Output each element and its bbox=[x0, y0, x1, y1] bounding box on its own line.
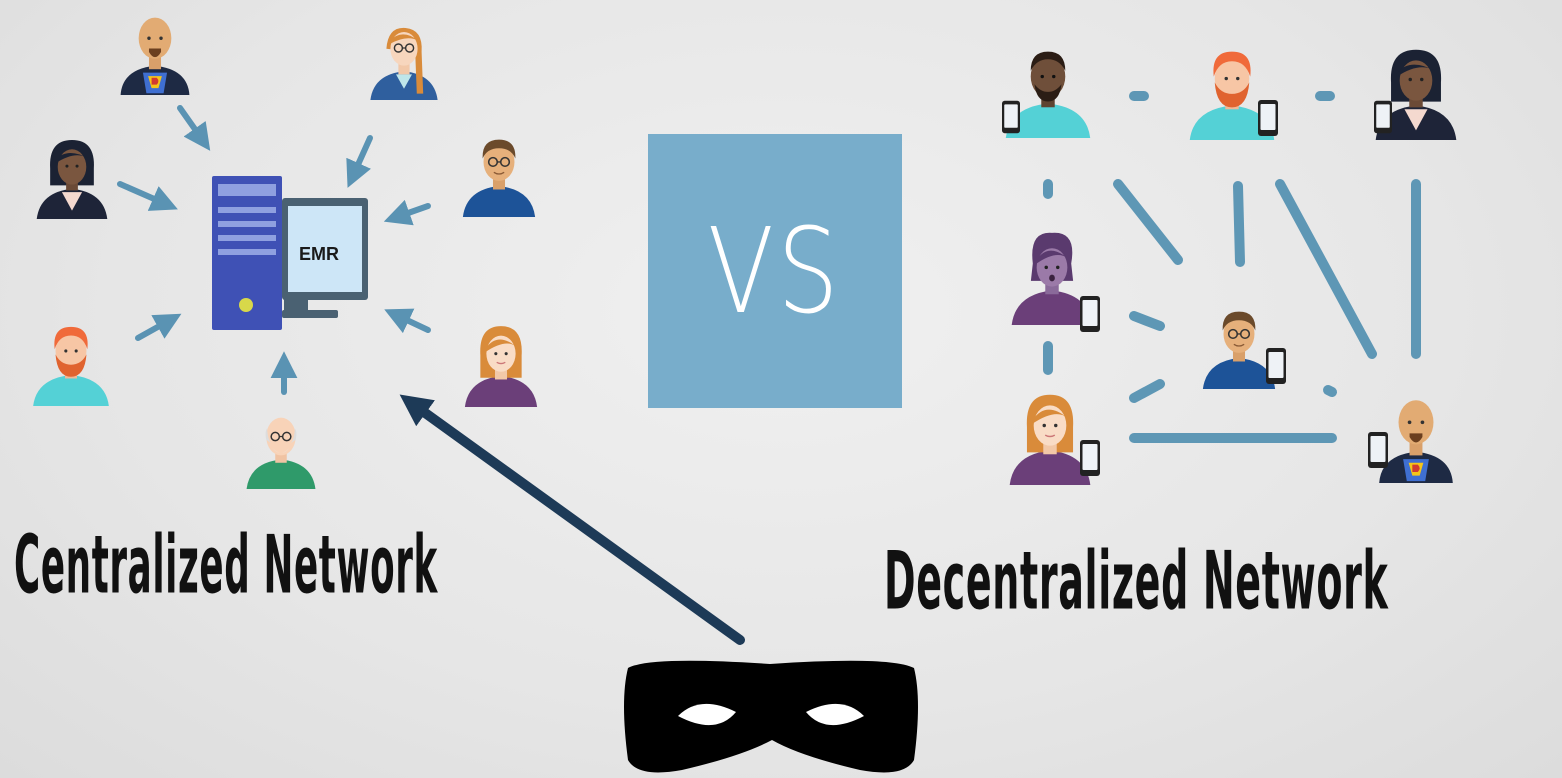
peer-phone-icon bbox=[1368, 432, 1388, 468]
peer-glasses-man bbox=[1201, 310, 1277, 390]
user-redhead-bearded bbox=[33, 326, 109, 406]
vs-badge: VS bbox=[648, 134, 902, 408]
peer-phone-icon bbox=[1266, 348, 1286, 384]
peer-blonde-woman bbox=[1008, 393, 1092, 486]
inbound-arrows bbox=[117, 105, 431, 395]
emr-label: EMR bbox=[299, 244, 339, 264]
decentralized-network bbox=[1002, 49, 1457, 486]
link-diag-1 bbox=[1113, 179, 1183, 265]
peer-phone-icon bbox=[1080, 296, 1100, 332]
centralized-network-title: Centralized Network bbox=[14, 520, 438, 613]
emr-monitor-icon: EMR bbox=[282, 198, 368, 318]
peer-bald-superhero bbox=[1379, 400, 1453, 483]
link-blonde-center bbox=[1129, 379, 1165, 403]
peer-links bbox=[1043, 91, 1421, 443]
peer-phone-icon bbox=[1080, 440, 1100, 476]
user-glasses-man bbox=[461, 138, 537, 218]
link-center-dot bbox=[1323, 385, 1337, 397]
arrow-from-top-left-user bbox=[177, 105, 211, 151]
arrow-from-lower-left-user bbox=[135, 313, 182, 341]
decentralized-network-title: Decentralized Network bbox=[884, 536, 1389, 629]
arrow-from-lower-right-user bbox=[384, 308, 431, 334]
link-mid-vert bbox=[1233, 181, 1245, 267]
peer-phone-icon bbox=[1374, 100, 1392, 134]
user-blonde-glasses bbox=[369, 26, 439, 101]
centralized-network: EMR bbox=[33, 17, 538, 490]
user-bald-elder bbox=[245, 416, 317, 490]
user-blonde-woman bbox=[464, 325, 538, 408]
emr-server-icon bbox=[212, 176, 282, 330]
bandit-mask-icon bbox=[624, 660, 918, 773]
peer-phone-icon bbox=[1002, 100, 1020, 134]
link-diag-long bbox=[1275, 179, 1377, 359]
link-purple-center bbox=[1129, 311, 1165, 331]
peer-phone-icon bbox=[1258, 100, 1278, 136]
arrow-from-top-right-user bbox=[346, 135, 373, 188]
user-bald-superhero bbox=[120, 17, 190, 96]
user-dark-hair-woman bbox=[36, 140, 108, 219]
attack-arrow bbox=[399, 394, 745, 645]
arrow-from-left-user bbox=[117, 181, 178, 211]
vs-label: VS bbox=[707, 202, 843, 340]
arrow-from-right-user bbox=[383, 199, 431, 226]
